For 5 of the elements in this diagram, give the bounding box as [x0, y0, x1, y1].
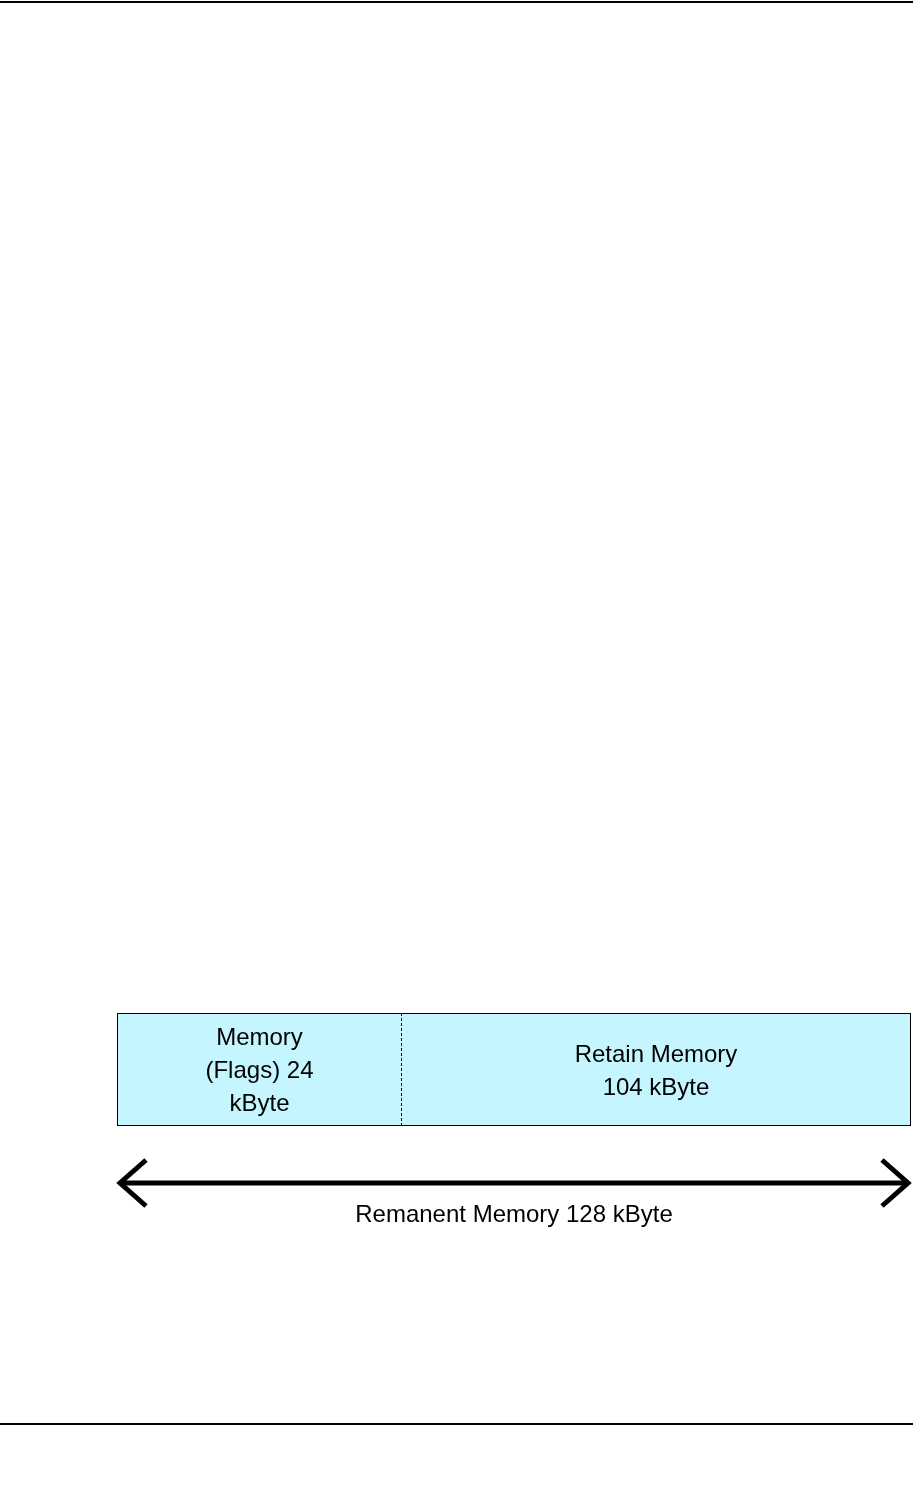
memory-segment: [117, 1013, 402, 1126]
memory-segment: [402, 1013, 911, 1126]
segment-label: Memory (Flags) 24 kByte: [204, 1022, 315, 1118]
dimension-label: Remanent Memory 128 kByte: [354, 1199, 674, 1229]
segment-label: Retain Memory 104 kByte: [573, 1038, 739, 1102]
